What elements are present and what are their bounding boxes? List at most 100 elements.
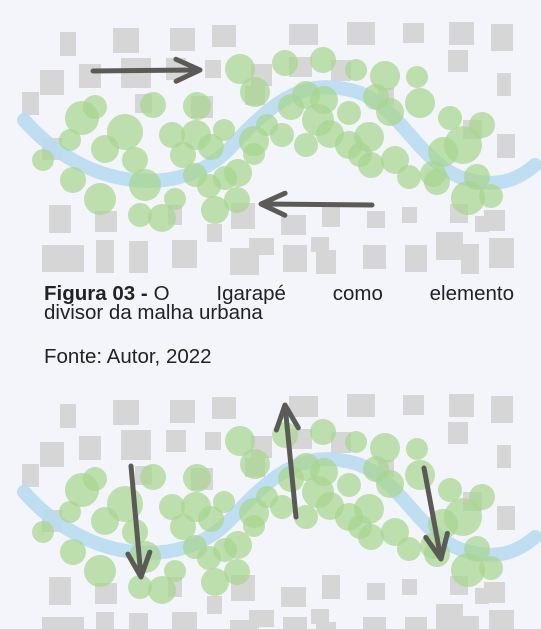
- tree-canopy: [60, 167, 86, 193]
- building-block: [489, 610, 514, 629]
- caption-title-words: O Igarapé como elemento: [153, 282, 514, 305]
- building-block: [40, 442, 64, 467]
- building-block: [402, 207, 417, 223]
- building-block: [281, 587, 306, 607]
- building-block: [484, 582, 505, 603]
- building-block: [367, 583, 385, 600]
- building-block: [96, 240, 114, 273]
- building-block: [121, 430, 151, 460]
- tree-canopy: [345, 431, 367, 453]
- arrow-shaft: [421, 465, 443, 558]
- building-block: [95, 583, 117, 604]
- tree-canopy: [405, 460, 435, 490]
- building-block: [497, 506, 515, 530]
- tree-canopy: [60, 539, 86, 565]
- tree-canopy: [224, 559, 250, 585]
- caption-line-2: divisor da malha urbana: [44, 301, 263, 324]
- building-block: [42, 245, 84, 272]
- tree-canopy: [59, 501, 81, 523]
- tree-canopy: [310, 419, 336, 445]
- tree-canopy: [164, 560, 186, 582]
- tree-canopy: [376, 470, 404, 498]
- caption-line-1: Figura 03 - O Igarapé como elemento: [44, 282, 514, 305]
- building-block: [40, 70, 64, 95]
- tree-canopy: [406, 66, 428, 88]
- building-block: [212, 25, 236, 47]
- tree-canopy: [201, 196, 229, 224]
- tree-canopy: [424, 169, 450, 195]
- tree-canopy: [370, 433, 400, 463]
- building-block: [207, 596, 222, 614]
- building-block: [331, 60, 351, 81]
- tree-canopy: [32, 521, 54, 543]
- building-block: [316, 250, 336, 274]
- tree-canopy: [224, 531, 252, 559]
- flow-arrow: [421, 465, 450, 562]
- tree-canopy: [59, 129, 81, 151]
- building-block: [491, 396, 513, 423]
- building-block: [230, 620, 259, 629]
- tree-canopy: [302, 104, 334, 136]
- tree-canopy: [438, 106, 462, 130]
- building-block: [367, 211, 385, 228]
- building-block: [491, 24, 513, 51]
- building-block: [60, 404, 76, 428]
- tree-canopy: [201, 568, 229, 596]
- tree-canopy: [148, 204, 176, 232]
- tree-canopy: [381, 146, 409, 174]
- tree-canopy: [294, 133, 318, 157]
- building-block: [322, 575, 340, 599]
- building-block: [475, 216, 489, 232]
- arrow-shaft: [90, 67, 199, 74]
- tree-canopy: [370, 61, 400, 91]
- figure-source: Fonte: Autor, 2022: [44, 345, 212, 368]
- tree-canopy: [213, 491, 235, 513]
- tree-canopy: [198, 134, 224, 160]
- tree-canopy: [444, 498, 482, 536]
- tree-canopy: [243, 515, 265, 537]
- tree-canopy: [159, 122, 185, 148]
- arrow-head: [173, 56, 203, 84]
- caption-word: Igarapé: [216, 282, 286, 305]
- building-block: [79, 64, 101, 88]
- building-block: [212, 397, 236, 419]
- building-block: [322, 203, 340, 227]
- tree-canopy: [224, 159, 252, 187]
- tree-canopy: [469, 484, 495, 510]
- tree-canopy: [164, 188, 186, 210]
- building-block: [363, 245, 386, 269]
- building-block: [497, 134, 515, 158]
- building-block: [436, 604, 463, 629]
- building-block: [95, 211, 117, 232]
- tree-canopy: [270, 495, 294, 519]
- tree-canopy: [469, 112, 495, 138]
- tree-canopy: [272, 50, 298, 76]
- flow-arrow: [258, 190, 375, 218]
- building-block: [497, 445, 511, 468]
- building-block: [283, 245, 307, 272]
- building-block: [449, 394, 474, 417]
- diagram-divider-svg: [17, 22, 541, 275]
- building-block: [113, 400, 139, 425]
- building-block: [172, 240, 197, 268]
- building-block: [60, 32, 76, 56]
- tree-canopy: [348, 143, 372, 167]
- building-block: [363, 617, 386, 629]
- building-block: [22, 464, 39, 487]
- caption-word: O: [153, 282, 170, 305]
- tree-canopy: [405, 88, 435, 118]
- building-block: [436, 232, 463, 260]
- tree-canopy: [84, 183, 116, 215]
- tree-canopy: [83, 95, 107, 119]
- caption-word: como: [332, 282, 383, 305]
- tree-canopy: [302, 476, 334, 508]
- tree-canopy: [444, 126, 482, 164]
- arrow-head: [423, 530, 450, 562]
- tree-canopy: [479, 184, 503, 208]
- tree-canopy: [83, 467, 107, 491]
- building-block: [129, 241, 148, 273]
- building-block: [347, 22, 375, 45]
- building-block: [170, 400, 195, 423]
- building-block: [311, 609, 329, 624]
- tree-canopy: [464, 164, 490, 190]
